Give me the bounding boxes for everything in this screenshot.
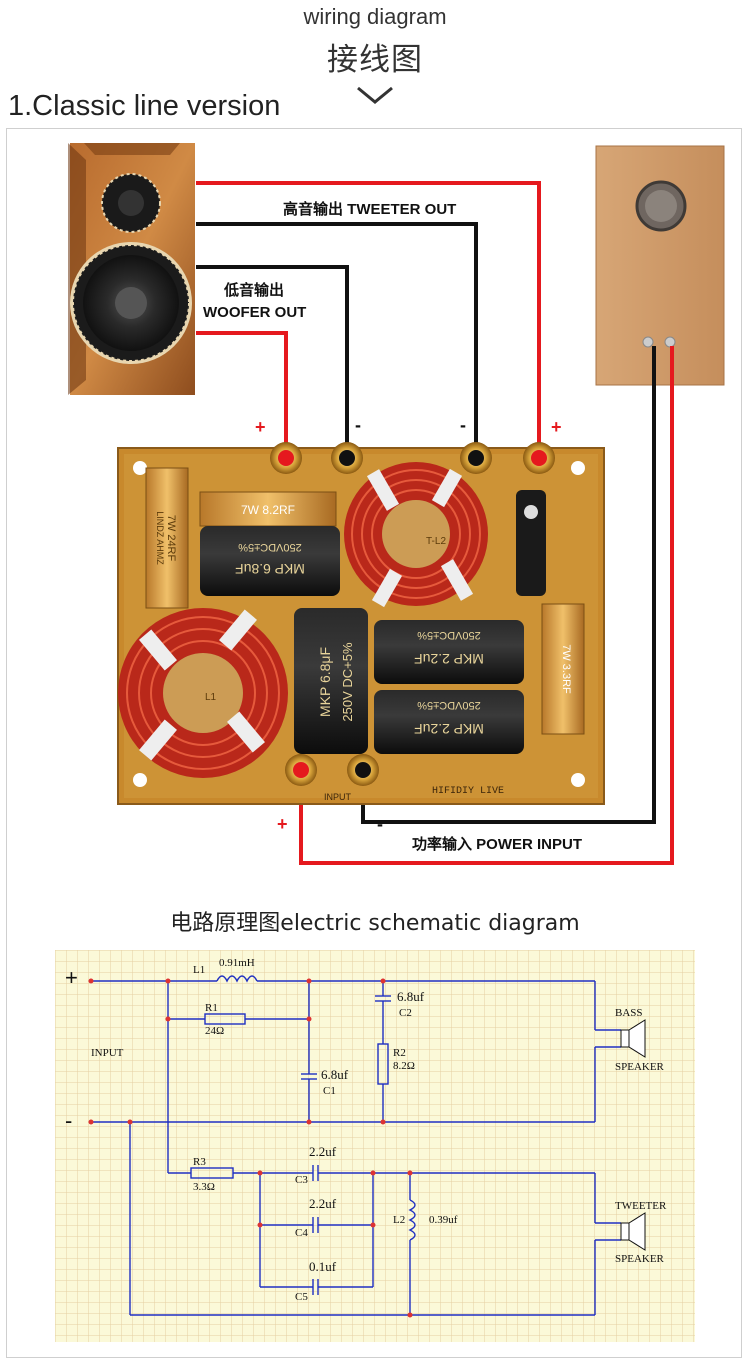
cap-mid-value: MKP 6.8μF (317, 647, 333, 717)
tweeter-speaker-icon (620, 1212, 646, 1251)
R3-value: 3.3Ω (193, 1181, 215, 1193)
woofer-minus-mark: - (355, 415, 361, 435)
tweeter-speaker-label: SPEAKER (615, 1253, 665, 1265)
cap-r1-value: MKP 2.2uF (414, 651, 484, 667)
bass-speaker-label: SPEAKER (615, 1061, 665, 1073)
C3-value: 2.2uf (309, 1144, 337, 1159)
tweeter-minus-mark: - (460, 415, 466, 435)
cap-r2-value: MKP 2.2uF (414, 721, 484, 737)
title-chinese: 接线图 (327, 42, 423, 78)
R3-name: R3 (193, 1156, 206, 1168)
input-minus-mark: - (377, 814, 383, 834)
speaker-back-panel (595, 145, 725, 386)
section-title: 1.Classic line version (8, 90, 281, 122)
cap-top-value: MKP 6.8uF (235, 561, 305, 577)
title-english: wiring diagram (303, 4, 447, 29)
pcb-brand: HIFIDIY LIVE (432, 786, 504, 797)
C2-name: C2 (399, 1007, 412, 1019)
woofer-speaker-front (68, 143, 195, 395)
L2-value: 0.39uf (429, 1214, 458, 1226)
bass-speaker-icon (620, 1019, 646, 1058)
schematic-plus: + (65, 965, 78, 990)
R1-value: 24Ω (205, 1025, 224, 1037)
R2-value: 8.2Ω (393, 1060, 415, 1072)
R1-name: R1 (205, 1002, 218, 1014)
crossover-pcb: 7W 24RF LINDZ AHMZ 7W 8.2RF 250VDC±5% MK… (117, 442, 605, 805)
resistor-left-brand: LINDZ AHMZ (155, 511, 165, 565)
wiring-diagram: 7W 24RF LINDZ AHMZ 7W 8.2RF 250VDC±5% MK… (68, 143, 725, 865)
coil-left-label: L1 (205, 692, 217, 703)
cap-mid-spec: 250V DC+5% (340, 642, 355, 722)
schematic-title: 电路原理图electric schematic diagram (170, 911, 580, 936)
pcb-input-label: INPUT (324, 792, 352, 802)
schematic-nodes (88, 978, 413, 1318)
L1-name: L1 (193, 964, 205, 976)
C4-value: 2.2uf (309, 1196, 337, 1211)
resistor-left-label: 7W 24RF (165, 515, 177, 562)
coil-top-label: T-L2 (426, 536, 446, 547)
resistor-top-label: 7W 8.2RF (241, 503, 295, 517)
schematic-wires (91, 975, 621, 1316)
schematic-minus: - (65, 1108, 72, 1133)
cap-r1-spec: 250VDC±5% (417, 629, 481, 641)
tweeter-out-label: 高音输出 TWEETER OUT (283, 200, 456, 218)
input-plus-mark: + (277, 814, 288, 834)
L1-value: 0.91mH (219, 957, 255, 969)
C4-name: C4 (295, 1227, 308, 1239)
C2-value: 6.8uf (397, 989, 425, 1004)
R2-name: R2 (393, 1047, 406, 1059)
bass-label: BASS (615, 1007, 643, 1019)
C1-name: C1 (323, 1085, 336, 1097)
cap-r2-spec: 250VDC±5% (417, 699, 481, 711)
power-input-label: 功率输入 POWER INPUT (412, 835, 582, 853)
electric-schematic: + - INPUT L1 0.91mH R1 24Ω 6.8uf C1 6.8u… (55, 950, 695, 1342)
schematic-input-label: INPUT (91, 1047, 124, 1059)
L2-name: L2 (393, 1214, 405, 1226)
woofer-out-label-en: WOOFER OUT (203, 304, 306, 321)
woofer-out-label-zh: 低音输出 (223, 281, 284, 299)
woofer-plus-mark: + (255, 417, 266, 437)
C1-value: 6.8uf (321, 1067, 349, 1082)
cap-top-spec: 250VDC±5% (238, 541, 302, 553)
C5-value: 0.1uf (309, 1259, 337, 1274)
content-frame (6, 128, 742, 1358)
chevron-down-icon (357, 86, 393, 104)
resistor-right-label: 7W 3.3RF (560, 644, 572, 694)
tweeter-label: TWEETER (615, 1200, 667, 1212)
C3-name: C3 (295, 1174, 308, 1186)
C5-name: C5 (295, 1291, 308, 1303)
tweeter-plus-mark: + (551, 417, 562, 437)
